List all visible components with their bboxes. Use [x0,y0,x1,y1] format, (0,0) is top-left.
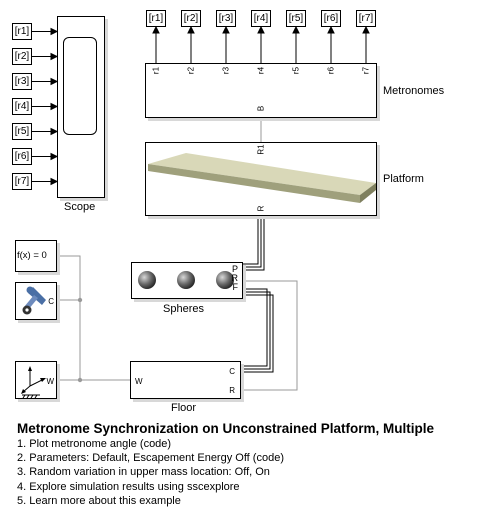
from-tag-r5[interactable]: [r5] [12,123,32,140]
from-tag-r2[interactable]: [r2] [12,48,32,65]
scope-arrowhead [50,77,59,86]
config-port-c: C [48,297,54,306]
solver-network-connection [57,255,130,381]
goto-arrowhead [292,25,300,34]
platform-block[interactable] [145,142,377,216]
spheres-floor-r-connection [241,280,298,391]
model-title: Metronome Synchronization on Unconstrain… [17,421,435,436]
spheres-floor-connection [241,288,274,373]
mechanism-configuration-block[interactable]: C [15,282,57,320]
world-axes-icon [21,366,46,398]
metronomes-port-r4: r4 [256,66,266,75]
goto-tag-r6[interactable]: [r6] [321,10,341,27]
junction-dot [77,297,83,303]
goto-tag-r7[interactable]: [r7] [356,10,376,27]
floor-port-r: R [229,386,235,395]
platform-slab-icon [148,153,376,203]
platform-spheres-connection [243,216,265,271]
scope-screen-icon [63,37,97,135]
goto-tag-r3[interactable]: [r3] [216,10,236,27]
world-port-w: W [46,377,54,386]
floor-label: Floor [171,402,197,414]
scope-arrowhead [50,177,59,186]
from-tag-r3[interactable]: [r3] [12,73,32,90]
floor-port-w: W [135,377,143,386]
from-tag-r1[interactable]: [r1] [12,23,32,40]
example-link-2[interactable]: 2. Parameters: Default, Escapement Energ… [17,452,284,465]
spheres-port-f: F [232,282,239,292]
platform-port-r: R [256,205,266,212]
spheres-port-r: R [231,273,239,283]
from-tag-r4[interactable]: [r4] [12,98,32,115]
goto-tag-r4[interactable]: [r4] [251,10,271,27]
scope-arrowhead [50,27,59,36]
scope-arrowhead [50,102,59,111]
platform-label: Platform [383,173,424,185]
goto-tag-r5[interactable]: [r5] [286,10,306,27]
robot-gear-icon [22,286,46,315]
goto-arrowhead [327,25,335,34]
goto-tag-r1[interactable]: [r1] [146,10,166,27]
goto-arrowhead [187,25,195,34]
example-link-4[interactable]: 4. Explore simulation results using ssce… [17,480,240,493]
scope-label: Scope [64,201,96,213]
from-tag-r7[interactable]: [r7] [12,173,32,190]
example-link-3[interactable]: 3. Random variation in upper mass locati… [17,466,270,479]
metronomes-port-r2: r2 [186,66,196,75]
floor-block[interactable]: W C R [130,361,241,399]
goto-arrowhead [362,25,370,34]
world-frame-block[interactable]: W [15,361,57,399]
platform-port-r1: R1 [256,144,266,155]
metronomes-port-r7: r7 [361,66,371,75]
metronomes-block[interactable] [145,63,377,118]
goto-arrowhead [152,25,160,34]
scope-arrowhead [50,152,59,161]
spheres-icon [138,271,234,289]
solver-label: f(x) = 0 [17,250,47,261]
example-links-list: 1. Plot metronome angle (code) 2. Paramet… [17,437,284,508]
floor-port-c: C [229,367,235,376]
metronomes-port-r5: r5 [291,66,301,75]
spheres-label: Spheres [163,303,204,315]
spheres-port-p: P [231,264,238,274]
example-link-5[interactable]: 5. Learn more about this example [17,494,181,507]
scope-arrowhead [50,127,59,136]
junction-dot [77,377,83,383]
goto-tag-r2[interactable]: [r2] [181,10,201,27]
from-tag-r6[interactable]: [r6] [12,148,32,165]
metronomes-port-r6: r6 [326,66,336,75]
goto-arrowhead [222,25,230,34]
goto-arrowhead [257,25,265,34]
metronomes-port-b: B [256,105,266,112]
solver-configuration-block[interactable]: f(x) = 0 [15,240,57,272]
metronomes-label: Metronomes [383,85,445,97]
scope-arrowhead [50,52,59,61]
scope-block[interactable] [57,16,105,198]
metronomes-port-r3: r3 [221,66,231,75]
example-link-1[interactable]: 1. Plot metronome angle (code) [17,438,172,450]
metronomes-port-r1: r1 [151,66,161,75]
